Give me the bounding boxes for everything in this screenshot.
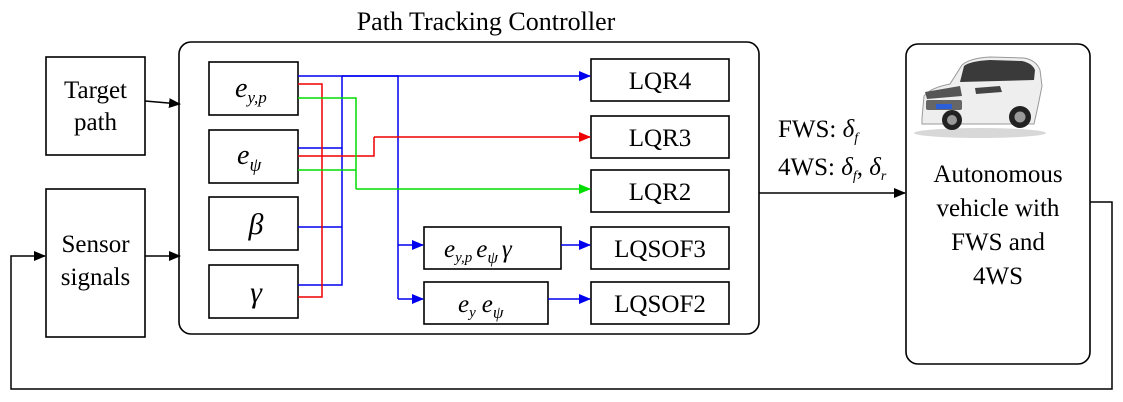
target-path-label-1: Target [64,77,127,104]
state-beta: β [248,208,264,241]
controller-title: Path Tracking Controller [357,7,616,36]
state-gamma: γ [250,276,263,309]
target-to-controller-arrow [144,98,181,109]
vehicle-label-3: FWS and [951,229,1045,256]
target-path-box [45,56,146,156]
fws-output-label: FWS: δf [778,116,860,146]
green-wires [298,97,357,189]
sof3-input-box [423,226,562,270]
lqsof2-label: LQSOF2 [614,291,706,318]
target-path-label-2: path [74,109,118,136]
sensor-signals-box [45,188,146,338]
lqr3-box [590,115,730,159]
car-photo [914,56,1046,138]
vehicle-label-1: Autonomous [933,161,1062,188]
sof2-input-box [423,281,549,325]
state-epsi: eψ [237,140,262,176]
feedback-loop-line [10,201,1113,390]
lqsof3-label: LQSOF3 [614,236,706,263]
state-box-eyp [208,61,299,116]
lqr4-box [590,58,730,102]
state-eyp: ey,p [235,73,267,107]
lqsof2-box [590,281,730,325]
sensor-signals-label-2: signals [61,264,130,291]
controller-container [178,41,760,335]
lqr2-label: LQR2 [629,179,692,206]
lqr2-box [590,169,730,213]
sensor-signals-label-1: Sensor [61,231,130,258]
four-ws-output-label: 4WS: δf, δr [778,154,887,184]
vehicle-label-4: 4WS [973,263,1023,290]
blue-wires [298,75,399,299]
state-box-gamma [208,264,299,319]
vehicle-label-2: vehicle with [937,195,1060,222]
red-wires [298,83,375,298]
state-box-beta [208,196,299,251]
lqr4-label: LQR4 [629,68,692,95]
lqr3-label: LQR3 [629,125,692,152]
lqsof3-box [590,226,730,270]
